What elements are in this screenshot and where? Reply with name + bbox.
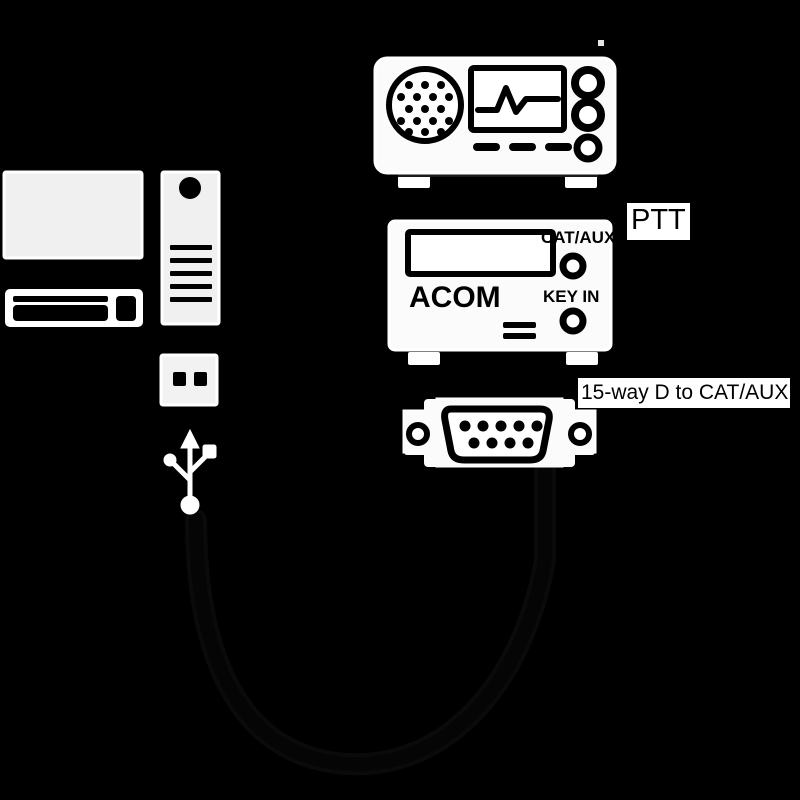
waveform-display bbox=[468, 65, 567, 133]
ptt-label: PTT bbox=[627, 203, 690, 240]
artifact-dot bbox=[598, 40, 604, 46]
radio-buttons bbox=[473, 143, 572, 151]
acom-amplifier bbox=[387, 219, 613, 365]
amp-indicator-bars bbox=[503, 322, 536, 339]
key-in-jack bbox=[559, 307, 587, 335]
radio-transceiver bbox=[373, 40, 617, 188]
cat-aux-jack bbox=[559, 252, 587, 280]
power-button bbox=[179, 177, 201, 199]
pin-housing bbox=[441, 405, 553, 464]
screw-hole-left bbox=[406, 422, 430, 446]
cat-aux-label: CAT/AUX bbox=[541, 228, 616, 247]
usb-trident-icon bbox=[163, 428, 217, 515]
key-in-label: KEY IN bbox=[543, 287, 599, 306]
screw-hole-right bbox=[568, 422, 592, 446]
monitor bbox=[2, 170, 144, 268]
dsub-cable-label: 15-way D to CAT/AUX bbox=[578, 378, 791, 408]
amp-foot-right bbox=[566, 352, 598, 365]
keyboard bbox=[5, 289, 143, 327]
usb-plug bbox=[159, 353, 219, 407]
radio-foot-left bbox=[398, 175, 430, 188]
radio-foot-right bbox=[565, 175, 597, 188]
d-sub-connector bbox=[402, 397, 597, 468]
amp-foot-left bbox=[408, 352, 440, 365]
tower-vents bbox=[170, 245, 212, 302]
d-sub-pins bbox=[459, 420, 543, 449]
lcd-display bbox=[405, 229, 556, 277]
usb-cable bbox=[185, 459, 556, 776]
acom-brand-text: ACOM bbox=[409, 281, 501, 314]
speaker-grille bbox=[386, 66, 464, 144]
pc-tower bbox=[160, 170, 221, 326]
radio-knobs bbox=[571, 66, 605, 163]
